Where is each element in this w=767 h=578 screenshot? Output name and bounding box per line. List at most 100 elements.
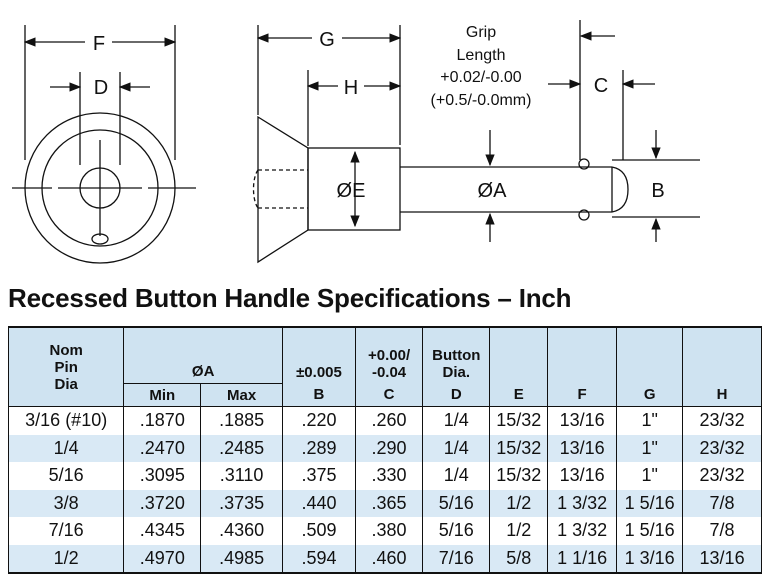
table-cell: 5/16 <box>7 462 125 490</box>
header-e: E <box>489 326 549 407</box>
header-a-max: Max <box>200 383 283 407</box>
table-cell: .440 <box>281 489 357 517</box>
label-a: ØA <box>478 180 508 202</box>
table-cell: 5/16 <box>422 517 491 545</box>
header-d: D <box>422 383 491 407</box>
label-f: F <box>93 33 105 55</box>
table-cell: 7/8 <box>682 517 762 545</box>
table-cell: 1/2 <box>489 489 549 517</box>
table-cell: .289 <box>281 434 357 462</box>
table-cell: .375 <box>281 462 357 490</box>
header-a-group: ØA <box>123 326 283 384</box>
table-cell: .3720 <box>123 489 202 517</box>
header-b: B <box>281 383 357 407</box>
table-cell: 23/32 <box>682 406 762 435</box>
table-cell: 1/4 <box>422 434 491 462</box>
table-cell: 1" <box>616 434 684 462</box>
grip-label-line2: Length <box>457 47 506 64</box>
header-a-min: Min <box>123 383 202 407</box>
table-cell: 1 1/16 <box>547 544 618 574</box>
table-cell: 1/2 <box>489 517 549 545</box>
table-cell: 1 5/16 <box>616 517 684 545</box>
header-b-tol: ±0.005 <box>281 326 357 384</box>
table-cell: 1 3/32 <box>547 489 618 517</box>
table-cell: .365 <box>354 489 424 517</box>
table-cell: 7/8 <box>682 489 762 517</box>
table-cell: .380 <box>354 517 424 545</box>
table-cell: .4985 <box>200 544 283 574</box>
table-cell: 15/32 <box>489 434 549 462</box>
collar <box>307 147 401 231</box>
table-cell: .3110 <box>200 462 283 490</box>
table-cell: .509 <box>281 517 357 545</box>
grip-label-line1: Grip <box>466 24 496 41</box>
table-cell: 1/4 <box>7 434 125 462</box>
table-cell: .3095 <box>123 462 202 490</box>
technical-drawing: F D G H ØE ØA C B Grip Length +0.02/-0.0… <box>12 20 700 264</box>
table-cell: 13/16 <box>547 462 618 490</box>
header-f: F <box>547 326 618 407</box>
label-h: H <box>344 77 358 99</box>
table-cell: .594 <box>281 544 357 574</box>
table-cell: 13/16 <box>547 406 618 435</box>
table-cell: .3735 <box>200 489 283 517</box>
label-b: B <box>651 180 664 202</box>
table-cell: 1/4 <box>422 462 491 490</box>
table-cell: .460 <box>354 544 424 574</box>
table-cell: .290 <box>354 434 424 462</box>
header-h: H <box>682 326 762 407</box>
table-cell: 1 5/16 <box>616 489 684 517</box>
side-view <box>252 20 700 264</box>
table-cell: 23/32 <box>682 462 762 490</box>
table-cell: 15/32 <box>489 462 549 490</box>
table-cell: 7/16 <box>7 517 125 545</box>
label-d: D <box>94 77 108 99</box>
handle-cone <box>257 115 309 264</box>
table-cell: 13/16 <box>547 434 618 462</box>
label-c: C <box>594 75 608 97</box>
header-c-tol: +0.00/-0.04 <box>354 326 424 384</box>
grip-label-line4: (+0.5/-0.0mm) <box>431 92 532 109</box>
table-cell: 5/8 <box>489 544 549 574</box>
table-cell: 23/32 <box>682 434 762 462</box>
table-cell: 1/2 <box>7 544 125 574</box>
end-view <box>12 25 196 264</box>
table-cell: 7/16 <box>422 544 491 574</box>
table-cell: 3/8 <box>7 489 125 517</box>
table-cell: .4360 <box>200 517 283 545</box>
grip-label-line3: +0.02/-0.00 <box>440 69 522 86</box>
table-cell: 13/16 <box>682 544 762 574</box>
table-cell: 1 3/32 <box>547 517 618 545</box>
table-cell: 1" <box>616 462 684 490</box>
table-cell: 1/4 <box>422 406 491 435</box>
table-cell: 1 3/16 <box>616 544 684 574</box>
table-cell: 15/32 <box>489 406 549 435</box>
table-cell: .1870 <box>123 406 202 435</box>
table-cell: .330 <box>354 462 424 490</box>
label-e: ØE <box>337 180 366 202</box>
table-cell: .1885 <box>200 406 283 435</box>
label-g: G <box>319 29 335 51</box>
table-cell: 3/16 (#10) <box>7 406 125 435</box>
table-cell: .4345 <box>123 517 202 545</box>
table-cell: .220 <box>281 406 357 435</box>
table-cell: 5/16 <box>422 489 491 517</box>
table-cell: 1" <box>616 406 684 435</box>
table-cell: .4970 <box>123 544 202 574</box>
header-c: C <box>354 383 424 407</box>
table-cell: .2470 <box>123 434 202 462</box>
table-cell: .260 <box>354 406 424 435</box>
table-cell: .2485 <box>200 434 283 462</box>
page-title: Recessed Button Handle Specifications – … <box>8 283 572 313</box>
header-g: G <box>616 326 684 407</box>
